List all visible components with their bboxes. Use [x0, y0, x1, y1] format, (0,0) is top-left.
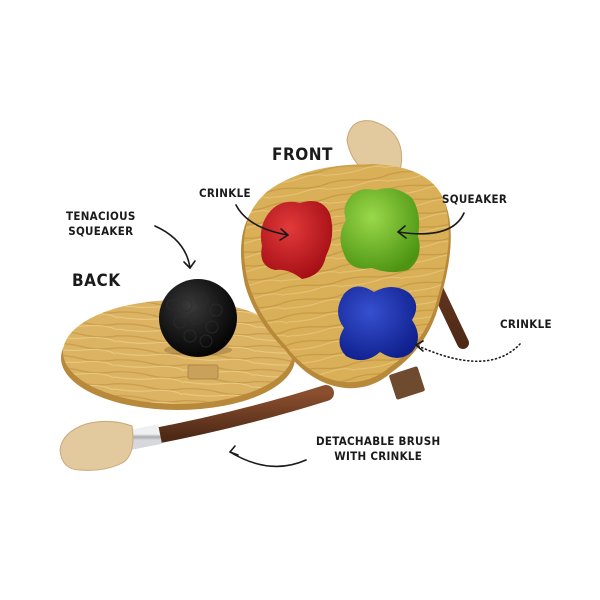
label-back: BACK — [72, 271, 121, 291]
arrow-crinkle-blue — [415, 340, 521, 362]
arrow-detachable-brush — [229, 445, 307, 468]
label-detachable-brush: DETACHABLE BRUSH WITH CRINKLE — [316, 434, 440, 464]
arrow-squeaker-green — [397, 212, 465, 239]
brand-tag — [389, 366, 425, 400]
label-tenacious-squeaker: TENACIOUS SQUEAKER — [66, 209, 136, 239]
paint-blob-blue — [338, 286, 418, 361]
label-crinkle-top: CRINKLE — [199, 186, 251, 200]
paint-blob-red — [260, 201, 333, 279]
detachable-brush — [59, 385, 334, 471]
label-crinkle-right: CRINKLE — [500, 317, 552, 331]
label-front: FRONT — [272, 145, 333, 165]
arrow-crinkle-red — [235, 204, 289, 241]
detachable-brush-bristles — [59, 420, 134, 471]
squeaker-ball — [159, 279, 237, 357]
arrow-tenacious-squeaker — [154, 225, 196, 269]
label-brush-line1: DETACHABLE BRUSH — [316, 434, 441, 448]
label-tenacious-line1: TENACIOUS — [66, 209, 136, 223]
paint-blob-green — [340, 188, 420, 273]
back-patch — [187, 364, 219, 380]
label-brush-line2: WITH CRINKLE — [334, 449, 423, 463]
label-squeaker-top: SQUEAKER — [442, 192, 508, 206]
label-tenacious-line2: SQUEAKER — [68, 224, 134, 238]
